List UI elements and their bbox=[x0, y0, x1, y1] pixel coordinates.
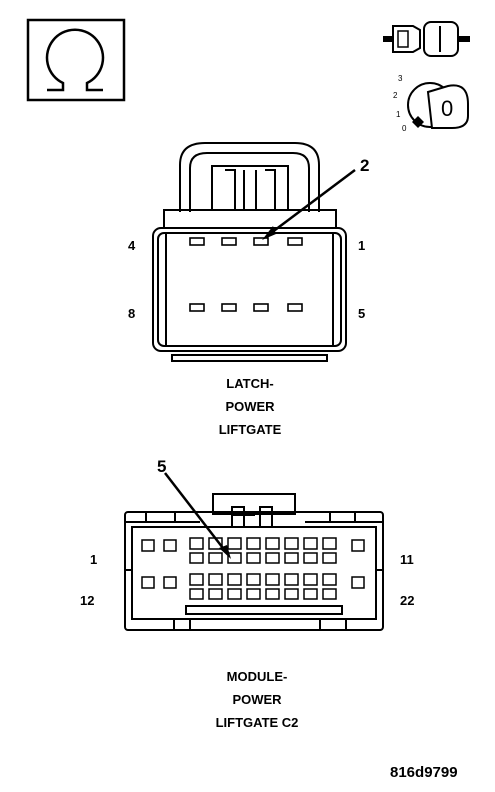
module-connector bbox=[124, 493, 384, 631]
caption-line: LIFTGATE C2 bbox=[215, 715, 299, 730]
latch-callout-arrowhead bbox=[262, 226, 276, 240]
ignition-position-3: 3 bbox=[398, 74, 403, 83]
figure-id: 816d9799 bbox=[390, 764, 458, 781]
module-pin-label-12: 12 bbox=[80, 593, 94, 608]
ignition-switch-off-icon: 0 3 2 1 0 bbox=[393, 74, 469, 133]
module-connector-caption: MODULE- POWER LIFTGATE C2 bbox=[157, 665, 357, 734]
latch-connector-caption: LATCH- POWER LIFTGATE bbox=[150, 372, 350, 441]
latch-pin-label-8: 8 bbox=[128, 306, 135, 321]
caption-line: LIFTGATE bbox=[218, 422, 282, 437]
module-callout-number: 5 bbox=[157, 457, 166, 476]
module-pin-label-11: 11 bbox=[400, 552, 414, 567]
ignition-position-1: 1 bbox=[396, 110, 401, 119]
latch-connector bbox=[152, 142, 347, 362]
caption-line: LATCH- bbox=[226, 376, 274, 391]
module-callout-arrowhead bbox=[219, 545, 231, 559]
caption-line: MODULE- bbox=[226, 669, 288, 684]
backprobe-connector-icon bbox=[383, 21, 470, 57]
latch-callout-line bbox=[266, 169, 356, 237]
latch-pin-label-1: 1 bbox=[358, 238, 365, 253]
module-pins bbox=[141, 537, 365, 600]
module-pin-label-22: 22 bbox=[400, 593, 414, 608]
module-callout-line bbox=[164, 472, 227, 553]
latch-pin-label-4: 4 bbox=[128, 238, 136, 253]
caption-line: POWER bbox=[225, 399, 275, 414]
caption-line: POWER bbox=[232, 692, 282, 707]
ignition-position-2: 2 bbox=[393, 91, 398, 100]
latch-callout-number: 2 bbox=[360, 156, 369, 175]
ignition-key-label: 0 bbox=[441, 96, 453, 121]
latch-pins bbox=[189, 237, 303, 312]
latch-pin-label-5: 5 bbox=[358, 306, 365, 321]
ohm-meter-icon bbox=[26, 18, 126, 102]
ignition-position-0: 0 bbox=[402, 124, 407, 133]
module-pin-label-1: 1 bbox=[90, 552, 97, 567]
